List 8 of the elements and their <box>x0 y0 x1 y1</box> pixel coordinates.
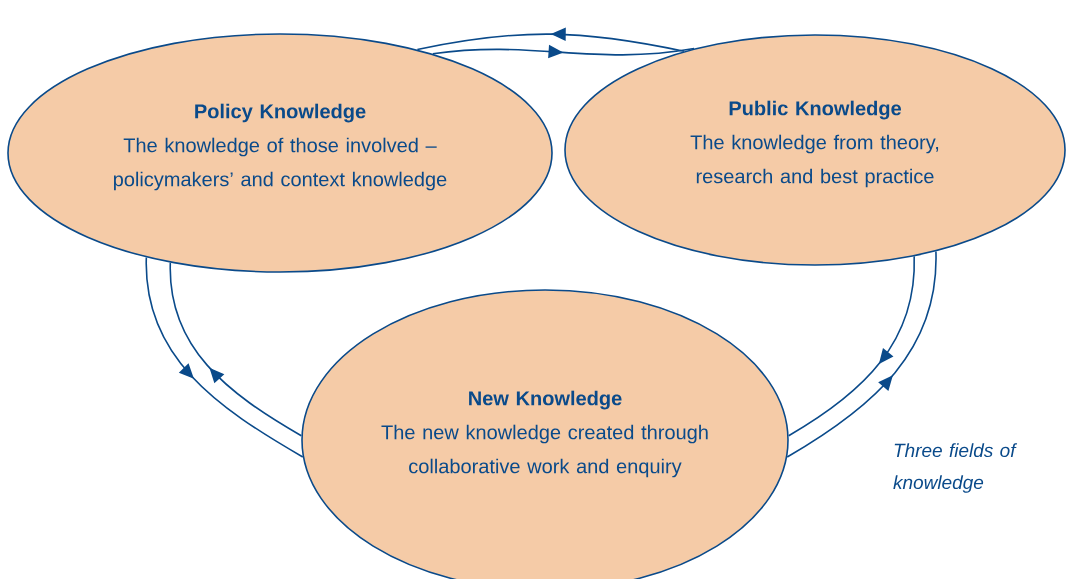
ellipse-node: Public Knowledge The knowledge from theory, research and best practice <box>564 34 1066 266</box>
arrow <box>145 256 304 458</box>
ellipse-node: Policy Knowledge The knowledge of those involved – policymakers’ and context knowledge <box>7 33 553 273</box>
arrow <box>786 250 937 458</box>
arrow <box>169 261 303 437</box>
arrow <box>787 255 915 437</box>
caption-text: Three fields of knowledge <box>893 443 1018 493</box>
ellipse-node: New Knowledge The new knowledge created through collaborative work and enquiry <box>301 289 789 579</box>
